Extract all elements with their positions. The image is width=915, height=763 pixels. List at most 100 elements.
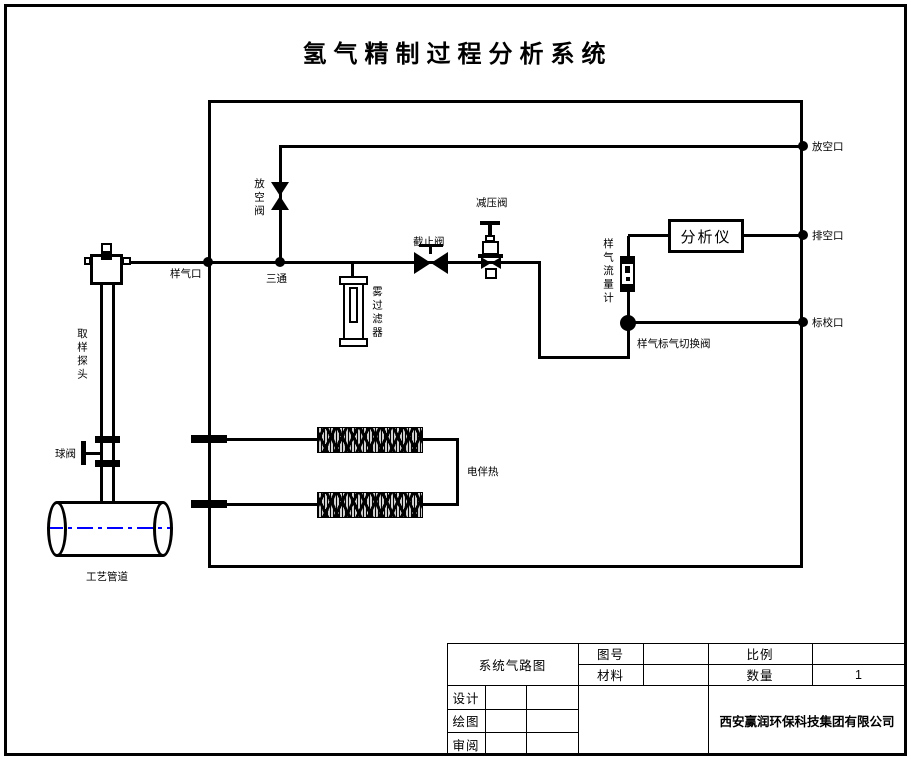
reducing-valve-body <box>491 257 501 269</box>
filter-label: 雾过滤器 <box>371 286 383 340</box>
titleblock-line <box>578 664 906 665</box>
drawing-title: 氢气精制过程分析系统 <box>302 42 613 68</box>
quantity-value-cell: 1 <box>855 667 863 682</box>
tee-label: 三通 <box>266 273 287 285</box>
probe-tube-left <box>100 283 103 502</box>
ball-valve-stem <box>86 452 101 455</box>
reducing-valve-bonnet <box>482 241 499 255</box>
process-pipe-centerline <box>47 527 173 529</box>
reducing-valve-flange <box>478 254 503 258</box>
analyzer-label: 分析仪 <box>680 228 732 246</box>
heated-line-return-bend <box>456 438 459 506</box>
titleblock-line <box>447 643 906 644</box>
titleblock-line <box>526 685 527 756</box>
process-pipe-bottom <box>57 554 163 557</box>
flow-meter-cap-top <box>620 256 635 264</box>
analyzer-box: 分析仪 <box>668 219 744 253</box>
vent-port-label: 放空口 <box>812 141 844 153</box>
probe-ear-right <box>122 257 131 265</box>
stop-valve-stem <box>429 246 432 254</box>
reducing-valve-body <box>481 257 491 269</box>
probe-label: 取样探头 <box>76 328 88 382</box>
heated-line-lower-right <box>422 503 459 506</box>
ball-valve-label: 球阀 <box>55 448 76 460</box>
flow-meter-float <box>625 266 630 273</box>
filter-stub-line <box>351 261 354 278</box>
tee-dot <box>275 257 285 267</box>
stop-valve-handle <box>419 244 443 247</box>
calibration-port-label: 标校口 <box>812 317 844 329</box>
sample-bottom-line <box>538 356 630 359</box>
titleblock-line <box>447 643 448 756</box>
vent-valve-icon <box>271 182 289 196</box>
heated-line-lower-left <box>208 503 318 506</box>
probe-flange-lower <box>95 460 120 467</box>
sheet-border <box>4 4 907 756</box>
calibration-port-dot <box>798 317 808 327</box>
heated-line-flange-lower <box>191 500 227 508</box>
heated-line-flange-upper <box>191 435 227 443</box>
switch-valve-label: 样气标气切换阀 <box>637 338 711 350</box>
analyzer-inlet-line <box>628 234 670 237</box>
switch-riser-line <box>627 323 630 359</box>
sample-inlet-dot <box>203 257 213 267</box>
reducing-valve-label: 减压阀 <box>476 197 508 209</box>
vent-port-dot <box>798 141 808 151</box>
ball-valve-handle <box>81 441 86 465</box>
reducing-valve-stem <box>488 225 492 237</box>
switch-valve-dot <box>620 315 636 331</box>
heat-trace-coil-lower <box>317 492 423 518</box>
reducing-valve-handle <box>480 221 500 225</box>
titleblock-line <box>708 643 709 756</box>
design-cell: 设计 <box>452 691 480 706</box>
flow-meter-float-dot <box>626 277 630 281</box>
exhaust-port-dot <box>798 230 808 240</box>
review-cell: 审阅 <box>452 738 480 753</box>
filter-cap-bottom <box>339 338 368 347</box>
exhaust-port-label: 排空口 <box>812 230 844 242</box>
main-sample-line <box>208 261 541 264</box>
probe-head <box>90 254 123 285</box>
probe-to-port-line <box>130 261 208 264</box>
heated-line-upper-right <box>422 438 459 441</box>
process-pipe-top <box>57 501 163 504</box>
probe-tube-right <box>112 283 115 502</box>
stop-valve-icon <box>431 252 448 274</box>
drawing-name-cell: 系统气路图 <box>478 658 547 673</box>
heat-trace-coil-upper <box>317 427 423 453</box>
flow-meter-label: 样气流量计 <box>602 238 614 306</box>
heat-trace-label: 电伴热 <box>467 466 499 478</box>
process-pipe-label: 工艺管道 <box>86 571 128 583</box>
calibration-line <box>628 321 803 324</box>
filter-inner-tube <box>349 287 358 323</box>
scale-cell: 比例 <box>746 648 774 662</box>
cabinet-outline <box>208 100 803 568</box>
company-cell: 西安赢润环保科技集团有限公司 <box>719 715 895 729</box>
process-pipe-end-left <box>47 501 67 557</box>
flow-meter-cap-bottom <box>620 284 635 292</box>
vent-valve-icon <box>271 196 289 210</box>
titleblock-line <box>447 685 906 686</box>
process-pipe-end-right <box>153 501 173 557</box>
probe-ear-left <box>84 257 91 265</box>
heated-line-upper-left <box>208 438 318 441</box>
quantity-cell: 数量 <box>746 669 774 683</box>
draft-cell: 绘图 <box>452 715 480 729</box>
sample-drop-line <box>538 261 541 359</box>
vent-valve-label: 放空阀 <box>253 178 265 219</box>
stop-valve-icon <box>414 252 431 274</box>
titleblock-line <box>447 732 578 733</box>
reducing-valve-outlet-stub <box>485 268 497 279</box>
titleblock-line <box>447 709 578 710</box>
titleblock-line <box>812 643 813 685</box>
titleblock-line <box>643 643 644 685</box>
drawing-no-cell: 图号 <box>596 648 624 662</box>
titleblock-line <box>485 685 486 756</box>
titleblock-line <box>578 643 579 756</box>
stop-valve-label: 截止阀 <box>413 236 445 248</box>
vent-header-line <box>279 145 803 148</box>
probe-flange-upper <box>95 436 120 443</box>
analyzer-outlet-line <box>744 234 803 237</box>
material-cell: 材料 <box>596 669 624 683</box>
